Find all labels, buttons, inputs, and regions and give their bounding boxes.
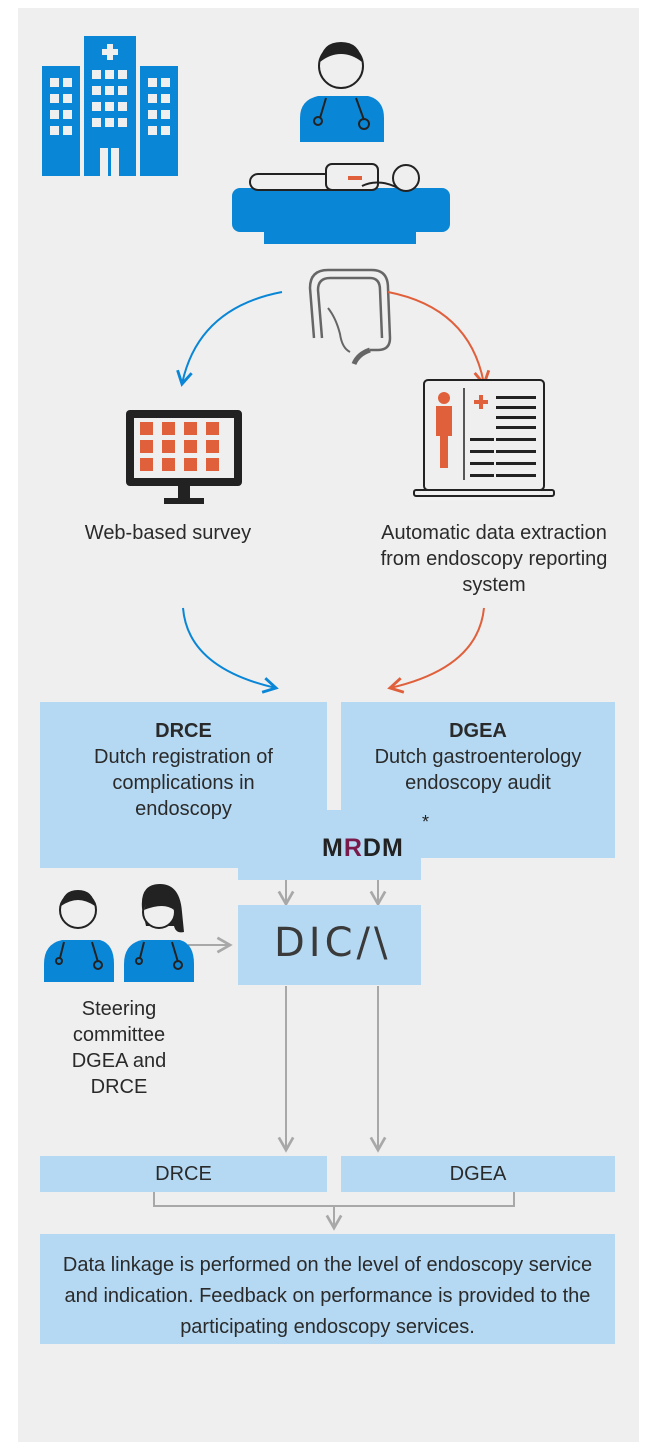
dgea-name: Dutch gastroenterology endoscopy audit	[374, 746, 582, 794]
result-box: Data linkage is performed on the level o…	[40, 1234, 615, 1344]
drce-abbr: DRCE	[155, 720, 212, 742]
dica-wordmark: DIC/\	[274, 920, 392, 966]
drce-registry-box: DRCE Dutch registration of complications…	[40, 702, 327, 868]
dgea-output-label: DGEA	[449, 1163, 507, 1185]
dgea-output-box: DGEA	[341, 1156, 615, 1192]
hospital-icon	[42, 36, 178, 176]
dgea-abbr: DGEA	[449, 720, 507, 742]
drce-name: Dutch registration of complications in e…	[94, 746, 273, 820]
survey-monitor-icon	[126, 410, 242, 504]
female-doctor-icon	[124, 884, 194, 982]
colon-icon	[308, 268, 392, 366]
mrdm-wordmark: MRDM	[322, 834, 404, 862]
extraction-label: Automatic data extraction from endoscopy…	[380, 522, 608, 596]
survey-label: Web-based survey	[84, 522, 252, 544]
diagram-canvas: Web-based survey Automatic data extracti…	[18, 8, 639, 1442]
laptop-report-icon	[413, 379, 555, 497]
drce-output-box: DRCE	[40, 1156, 327, 1192]
dica-box	[238, 905, 421, 985]
result-text: Data linkage is performed on the level o…	[62, 1254, 593, 1338]
patient-on-table-icon	[232, 163, 450, 244]
doctor-icon	[300, 42, 384, 142]
male-doctor-icon	[44, 890, 114, 982]
mrdm-footnote-mark: *	[422, 812, 430, 832]
mrdm-box	[238, 810, 421, 880]
dgea-registry-box: DGEA Dutch gastroenterology endoscopy au…	[341, 702, 615, 858]
drce-output-label: DRCE	[155, 1163, 212, 1185]
diagram-artwork	[42, 36, 555, 1231]
steering-committee-label: Steering committee DGEA and DRCE	[71, 998, 167, 1098]
